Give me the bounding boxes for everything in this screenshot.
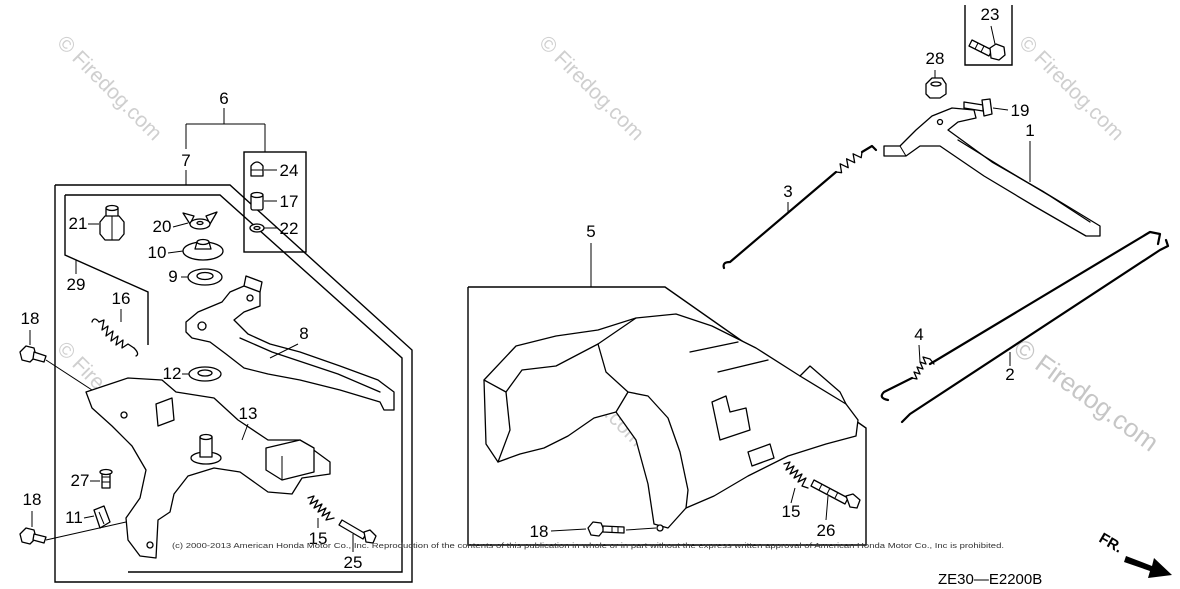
copyright-notice: (c) 2000-2013 American Honda Motor Co., … (172, 543, 1004, 550)
part-28-shape (925, 77, 947, 99)
leader-8 (269, 343, 299, 359)
callout-8: 8 (299, 324, 308, 343)
part-16-shape (91, 318, 139, 357)
part-23-shape (968, 39, 1006, 61)
part-4-shape (880, 230, 1162, 402)
sub-frame-29 (64, 195, 149, 345)
leader-4 (918, 344, 921, 363)
callout-13: 13 (239, 404, 258, 423)
part-25-shape (338, 519, 377, 544)
callout-24: 24 (280, 161, 299, 180)
callout-10: 10 (148, 243, 167, 262)
part-2-shape (900, 238, 1170, 424)
callout-19: 19 (1011, 101, 1030, 120)
callout-26: 26 (817, 521, 836, 540)
leader-23 (990, 25, 996, 45)
part-13-shape (85, 377, 331, 559)
leader-26 (825, 495, 829, 521)
watermark-text: © Firedog.com (52, 31, 166, 145)
part-27-shape (99, 468, 113, 489)
part-15-shape (307, 495, 335, 521)
left-outer-frame (54, 184, 413, 583)
callout-22: 22 (280, 219, 299, 238)
part-12-shape (188, 366, 222, 382)
diagram-code: ZE30—E2200B (938, 571, 1042, 588)
center-group: 5 18 15 26 (467, 222, 867, 546)
part-19-shape (963, 98, 993, 117)
leader-10 (167, 250, 184, 254)
part-26-shape (810, 479, 861, 509)
part-15-shape (783, 461, 809, 489)
callout-18: 18 (23, 490, 42, 509)
leader-13 (241, 423, 249, 441)
callout-12: 12 (163, 364, 182, 383)
part-8-shape (185, 275, 395, 411)
part-17-shape (250, 191, 264, 211)
callout-9: 9 (168, 267, 177, 286)
direction-label: FR. (1096, 530, 1125, 557)
callout-23: 23 (981, 5, 1000, 24)
sub-frame-24-17-22 (243, 151, 307, 253)
part-18-shape (19, 521, 127, 545)
part-3-shape (722, 144, 878, 270)
center-frame (467, 286, 867, 546)
callout-3: 3 (783, 182, 792, 201)
callout-6: 6 (219, 89, 228, 108)
arrow-icon (1124, 556, 1172, 578)
part-24-shape (250, 161, 264, 177)
callout-2: 2 (1005, 365, 1014, 384)
leader-18 (550, 528, 587, 532)
direction-indicator: FR. (1096, 530, 1172, 578)
callout-16: 16 (112, 289, 131, 308)
part-11-shape (93, 505, 111, 529)
left-group: 6 7 24 17 22 21 20 10 9 29 16 18 8 12 13… (19, 89, 413, 583)
callout-7: 7 (181, 151, 190, 170)
part-1-shape (883, 107, 1101, 237)
part-18-shape (587, 521, 657, 537)
callout-29: 29 (67, 275, 86, 294)
part-18-shape (19, 345, 93, 391)
part-9-shape (187, 268, 223, 286)
callout-18: 18 (530, 522, 549, 541)
part-21-shape (99, 204, 125, 241)
watermark-text-large: © Firedog.com (1008, 333, 1164, 458)
leader-20 (172, 222, 189, 228)
callout-20: 20 (153, 217, 172, 236)
sub-frame-23 (964, 5, 1013, 66)
leader-11 (83, 515, 95, 519)
part-5-shape (483, 313, 859, 532)
callout-15: 15 (782, 502, 801, 521)
callout-18: 18 (21, 309, 40, 328)
leader-15 (790, 487, 796, 504)
part-10-shape (182, 238, 224, 261)
leader-19 (992, 107, 1009, 111)
callout-25: 25 (344, 553, 363, 572)
left-inner-frame (65, 194, 403, 573)
callout-1: 1 (1025, 121, 1034, 140)
part-22-shape (249, 223, 265, 233)
part-20-shape (182, 211, 218, 230)
callout-21: 21 (69, 214, 88, 233)
callout-17: 17 (280, 192, 299, 211)
right-group: 23 28 19 1 3 4 2 (722, 5, 1170, 424)
callout-15: 15 (309, 529, 328, 548)
callout-4: 4 (914, 325, 923, 344)
callout-5: 5 (586, 222, 595, 241)
callout-28: 28 (926, 49, 945, 68)
watermark-text: © Firedog.com (534, 31, 648, 145)
callout-27: 27 (71, 471, 90, 490)
callout-11: 11 (65, 508, 83, 527)
